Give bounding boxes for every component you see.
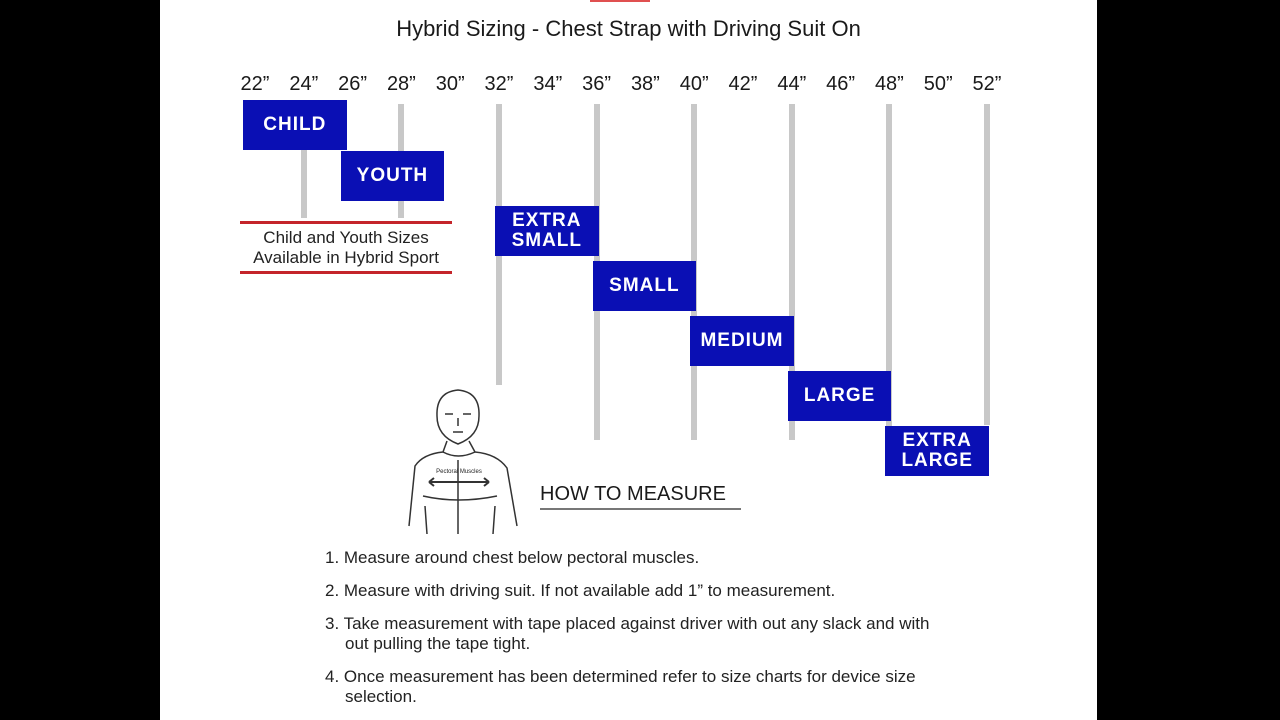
step-1: 1. Measure around chest below pectoral m… bbox=[325, 548, 700, 567]
figure-label: Pectoral Muscles bbox=[436, 469, 482, 475]
size-label: EXTRA LARGE bbox=[901, 430, 973, 471]
heading-underline bbox=[540, 508, 741, 510]
red-divider-top bbox=[240, 221, 452, 224]
size-label: LARGE bbox=[803, 385, 876, 406]
tick-label: 48” bbox=[874, 73, 904, 95]
how-to-measure-heading: HOW TO MEASURE bbox=[540, 483, 726, 505]
tick-label: 32” bbox=[484, 73, 514, 95]
tick-label: 22” bbox=[240, 73, 270, 95]
tick-label: 52” bbox=[972, 73, 1002, 95]
tick-label: 46” bbox=[826, 73, 856, 95]
note-line-2: Available in Hybrid Sport bbox=[253, 248, 439, 267]
size-label: EXTRA SMALL bbox=[511, 210, 583, 251]
size-box-extra-large: EXTRA LARGE bbox=[885, 426, 989, 476]
size-label: SMALL bbox=[609, 275, 680, 296]
top-red-mark bbox=[590, 0, 650, 2]
size-box-medium: MEDIUM bbox=[690, 316, 794, 366]
step-4: 4. Once measurement has been determined … bbox=[325, 667, 916, 706]
grid-line bbox=[886, 104, 893, 440]
size-box-large: LARGE bbox=[787, 371, 892, 421]
grid-line bbox=[984, 104, 990, 425]
instructions-list: 1. Measure around chest below pectoral m… bbox=[325, 548, 945, 720]
size-box-extra-small: EXTRA SMALL bbox=[495, 206, 599, 256]
tick-label: 26” bbox=[338, 73, 368, 95]
tick-label: 34” bbox=[533, 73, 563, 95]
grid-line bbox=[788, 104, 795, 440]
size-box-small: SMALL bbox=[592, 261, 697, 311]
tick-label: 42” bbox=[728, 73, 758, 95]
step-2: 2. Measure with driving suit. If not ava… bbox=[325, 581, 836, 600]
tick-label: 44” bbox=[777, 73, 807, 95]
note-line-1: Child and Youth Sizes bbox=[263, 228, 429, 247]
size-label: YOUTH bbox=[356, 165, 429, 186]
tick-label: 40” bbox=[679, 73, 709, 95]
size-box-child: CHILD bbox=[243, 100, 347, 150]
tick-label: 36” bbox=[582, 73, 612, 95]
tick-label: 28” bbox=[386, 73, 416, 95]
grid-line bbox=[300, 104, 307, 218]
driver-figure-icon: Pectoral Muscles bbox=[408, 389, 518, 534]
tick-label: 38” bbox=[630, 73, 660, 95]
tick-label: 50” bbox=[923, 73, 953, 95]
step-3: 3. Take measurement with tape placed aga… bbox=[325, 614, 930, 653]
tick-label: 30” bbox=[435, 73, 465, 95]
tick-label: 24” bbox=[289, 73, 319, 95]
size-box-youth: YOUTH bbox=[340, 151, 445, 201]
size-label: CHILD bbox=[263, 114, 327, 135]
red-divider-bottom bbox=[240, 271, 452, 274]
chart-title: Hybrid Sizing - Chest Strap with Driving… bbox=[396, 16, 861, 41]
sizing-chart: Hybrid Sizing - Chest Strap with Driving… bbox=[160, 0, 1097, 720]
size-label: MEDIUM bbox=[700, 330, 784, 351]
